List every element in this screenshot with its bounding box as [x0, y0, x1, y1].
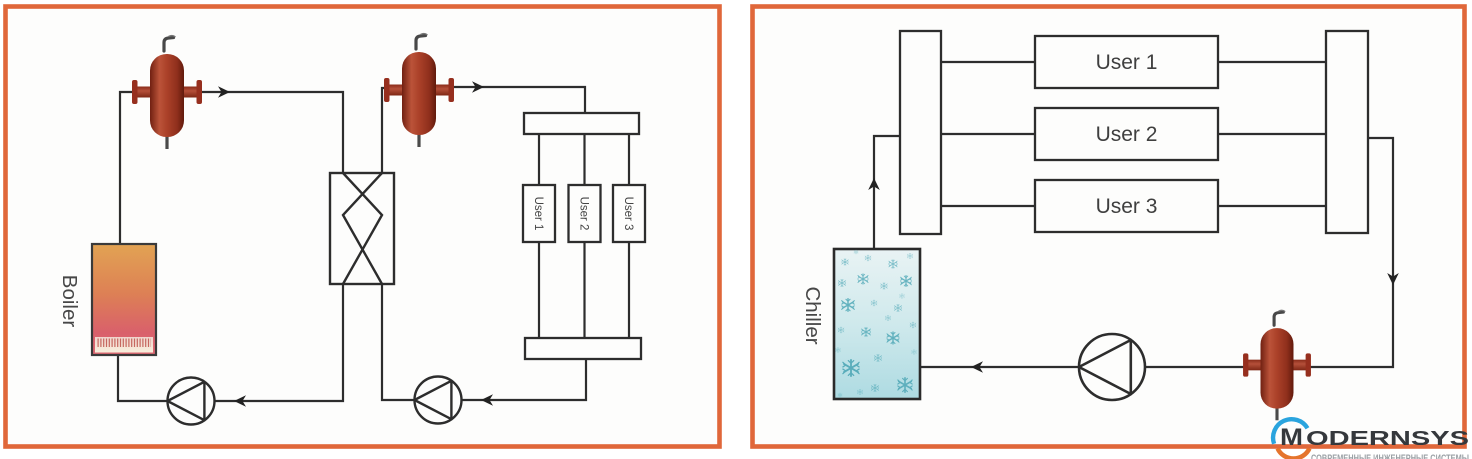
svg-text:User 3: User 3	[622, 197, 634, 231]
svg-text:Chiller: Chiller	[801, 286, 824, 344]
svg-text:User 3: User 3	[1096, 195, 1158, 218]
svg-text:M: M	[1280, 424, 1303, 451]
svg-text:User 2: User 2	[1096, 123, 1158, 146]
svg-text:User 1: User 1	[1096, 51, 1158, 74]
svg-text:Boiler: Boiler	[58, 275, 81, 328]
svg-text:СОВРЕМЕННЫЕ ИНЖЕНЕРНЫЕ СИСТЕМЫ: СОВРЕМЕННЫЕ ИНЖЕНЕРНЫЕ СИСТЕМЫ	[1311, 453, 1469, 459]
svg-text:User 1: User 1	[532, 197, 544, 231]
svg-text:ODERNSYS: ODERNSYS	[1306, 428, 1469, 450]
svg-text:User 2: User 2	[577, 197, 589, 231]
